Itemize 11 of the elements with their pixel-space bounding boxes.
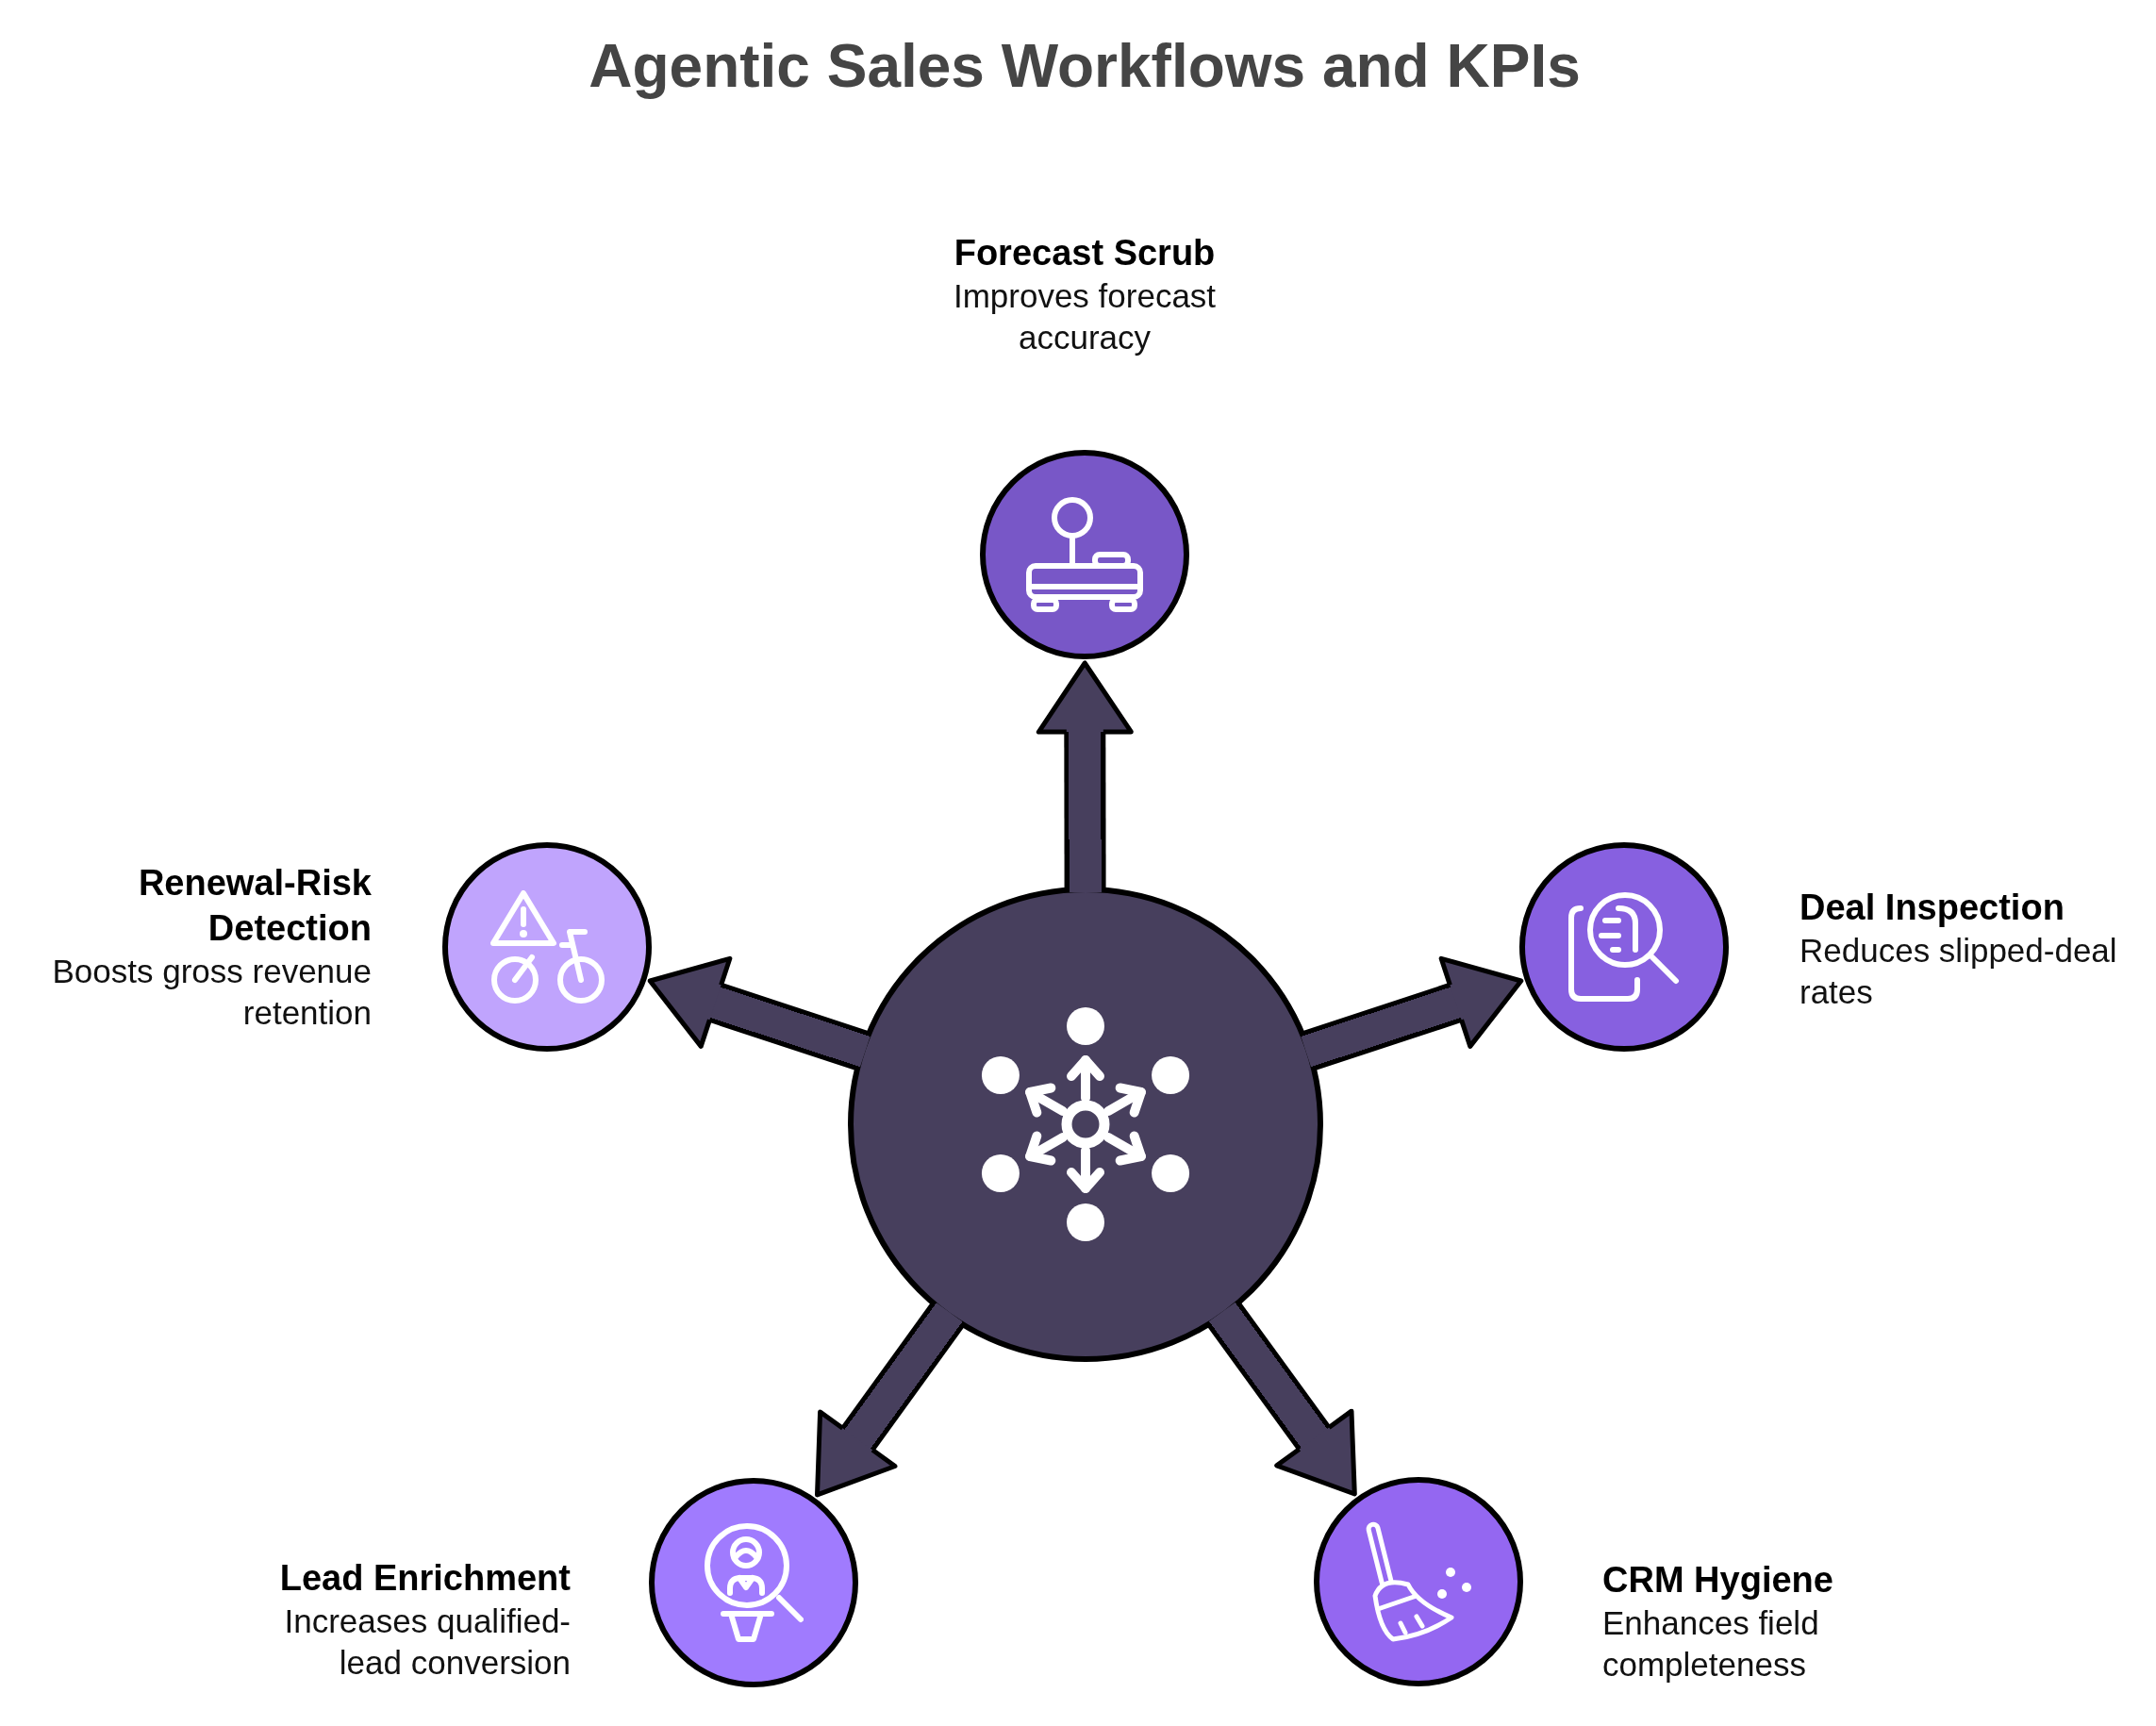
node-heading: Renewal-Risk Detection: [137, 862, 372, 950]
node-heading: Deal Inspection: [1799, 887, 2065, 929]
node-description: Boosts gross revenue retention: [51, 952, 372, 1033]
node-description: Enhances field completeness: [1602, 1603, 1820, 1685]
node-description: Reduces slipped-deal rates: [1799, 931, 2118, 1012]
node-heading: Lead Enrichment: [279, 1557, 571, 1600]
node-heading: Forecast Scrub: [954, 232, 1216, 274]
node-description: Improves forecast accuracy: [952, 276, 1218, 357]
diagram-title: Agentic Sales Workflows and KPIs: [589, 31, 1581, 102]
node-heading: CRM Hygiene: [1602, 1559, 1833, 1602]
node-description: Increases qualified-lead conversion: [283, 1602, 571, 1683]
